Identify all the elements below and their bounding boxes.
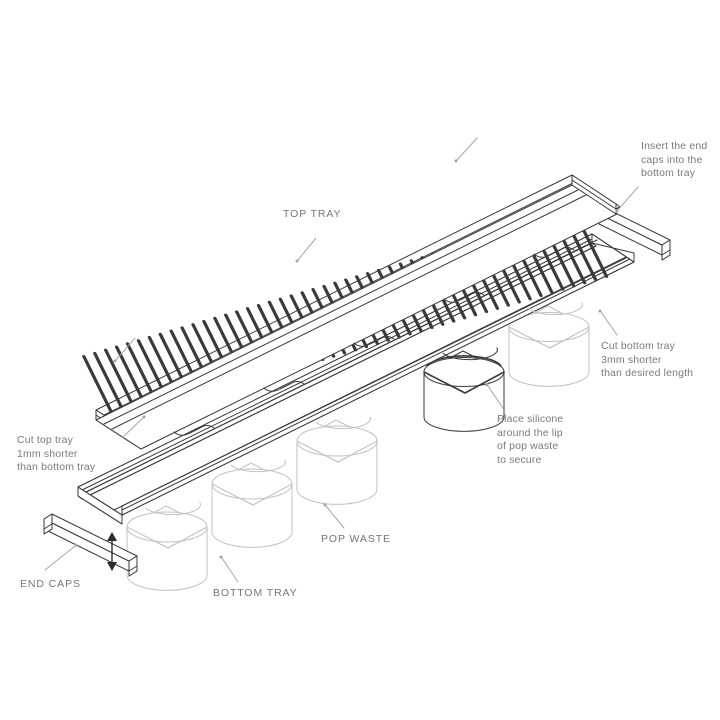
annotation-cut-bottom-tray: Cut bottom tray 3mm shorter than desired… — [601, 340, 694, 379]
pop-waste — [126, 505, 208, 591]
assembly-direction-arrow — [107, 532, 117, 571]
leader-grate-left — [115, 337, 136, 361]
leader-lines — [44, 137, 639, 583]
label-bottom-tray: BOTTOM TRAY — [213, 587, 298, 599]
label-end-caps: END CAPS — [20, 578, 81, 590]
leader-end-caps — [44, 545, 76, 571]
pop-waste — [508, 305, 590, 387]
annotation-insert-end-caps: Insert the end caps into the bottom tray — [641, 140, 708, 179]
leader-place-silicone — [487, 385, 504, 409]
leader-top-tray — [297, 237, 317, 261]
leader-cut-top-tray — [121, 417, 144, 439]
pop-waste — [296, 419, 378, 505]
label-pop-waste: POP WASTE — [321, 533, 391, 545]
leader-insert-end-caps — [617, 186, 639, 211]
grate-clip-notches — [173, 247, 575, 436]
leader-bottom-tray — [221, 557, 239, 583]
annotation-place-silicone: Place silicone around the lip of pop was… — [497, 413, 564, 466]
leader-grate-upper — [456, 137, 478, 161]
leader-cut-bottom-tray — [600, 311, 618, 336]
annotation-cut-top-tray: Cut top tray 1mm shorter than bottom tra… — [17, 434, 96, 473]
leader-pop-waste — [325, 505, 345, 529]
pop-waste-group — [126, 305, 590, 591]
end-cap-left — [43, 513, 138, 577]
bottom-tray-cutouts — [145, 302, 583, 516]
pop-waste-highlighted — [423, 350, 505, 432]
label-top-tray: TOP TRAY — [283, 208, 342, 220]
top-tray — [81, 174, 621, 450]
pop-waste — [211, 462, 293, 548]
